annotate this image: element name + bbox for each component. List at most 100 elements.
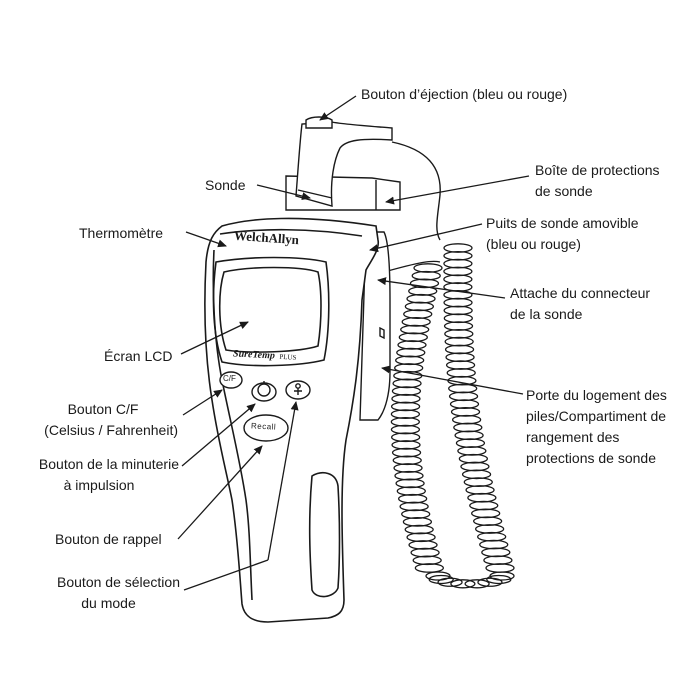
cord-coil: [443, 258, 473, 269]
cord-coil: [397, 493, 428, 504]
cord-coil: [443, 321, 474, 331]
coiled-cord: [383, 243, 515, 589]
cord-coil: [394, 363, 424, 373]
cord-coil: [390, 424, 421, 435]
cord-coil: [460, 461, 490, 472]
cord-coil: [391, 447, 422, 458]
cord-coil: [479, 539, 509, 550]
label-cf-button: Bouton C/F (Celsius / Fahrenheit): [28, 399, 178, 441]
cord-coil: [443, 250, 473, 261]
cord-coil: [448, 383, 478, 394]
cord-coil: [413, 263, 443, 273]
label-text: Bouton d’éjection (bleu ou rouge): [361, 86, 568, 102]
cord-coil: [406, 532, 436, 543]
label-line-2: piles/Compartiment de: [526, 408, 667, 424]
cord-coil: [450, 579, 476, 589]
cf-button: C/F: [223, 374, 236, 383]
cord-coil: [391, 393, 421, 404]
cord-coil: [391, 386, 422, 396]
cord-coil: [445, 360, 476, 370]
device-body: [204, 217, 380, 623]
cord-coil: [458, 453, 489, 464]
label-line-1: Porte du logement des: [526, 387, 667, 403]
label-line-1: Bouton C/F: [67, 401, 139, 417]
label-line-2: de la sonde: [510, 306, 583, 322]
cord-coil: [457, 446, 487, 456]
cord-coil: [403, 309, 433, 320]
cord-coil: [408, 540, 438, 550]
cord-coil: [467, 492, 497, 503]
label-probe-well: Puits de sonde amovible (bleu ou rouge): [486, 213, 639, 255]
label-line-2: de sonde: [535, 183, 593, 199]
cord-coil: [486, 574, 512, 585]
label-line-1: Bouton de la minuterie: [38, 456, 179, 472]
cord-coil: [443, 266, 473, 277]
cord-coil: [399, 501, 429, 512]
cord-coil: [390, 416, 420, 427]
cord-coil: [409, 278, 440, 289]
label-line-1: Puits de sonde amovible: [486, 215, 639, 231]
cord-coil: [397, 340, 427, 350]
cord-coil: [455, 438, 486, 448]
cord-coil: [425, 571, 451, 581]
cord-coil: [453, 422, 483, 433]
cord-coil: [445, 352, 475, 363]
label-ejection-button: Bouton d’éjection (bleu ou rouge): [361, 84, 567, 105]
label-line-2: à impulsion: [63, 477, 135, 493]
cord-coil: [410, 547, 440, 558]
label-probe-connector-clip: Attache du connecteur de la sonde: [510, 283, 650, 325]
cord-coil: [390, 409, 421, 420]
cord-coil: [391, 440, 421, 450]
label-line-1: Boîte de protections: [535, 162, 660, 178]
cord-coil: [414, 563, 444, 573]
device-buttons: [219, 371, 311, 442]
cord-coil: [485, 563, 515, 573]
cord-coil: [394, 470, 424, 481]
cord-coil: [390, 432, 421, 443]
cord-coil: [401, 316, 431, 327]
label-line-2: (bleu ou rouge): [486, 236, 581, 252]
cord-coil: [481, 547, 511, 558]
cord-coil: [444, 336, 474, 347]
cord-coil: [465, 485, 495, 495]
cord-coil: [402, 516, 433, 527]
label-mode-button: Bouton de sélection du mode: [37, 572, 180, 614]
cord-coil: [392, 455, 422, 466]
cord-coil: [443, 313, 473, 324]
cord-coil: [448, 391, 479, 402]
cord-coil: [443, 274, 473, 285]
label-probe-cover-box: Boîte de protections de sonde: [535, 160, 660, 202]
cord-coil: [393, 463, 423, 473]
label-thermometer: Thermomètre: [79, 223, 163, 244]
cord-coil: [464, 579, 490, 589]
label-line-2: (Celsius / Fahrenheit): [44, 422, 178, 438]
cord-coil: [443, 305, 473, 316]
cord-coil: [454, 430, 484, 441]
label-text: Écran LCD: [104, 348, 173, 364]
cord-coil: [463, 477, 493, 487]
cord-coil: [472, 516, 503, 527]
cord-coil: [398, 332, 428, 343]
cord-coil: [449, 399, 480, 409]
cord-coil: [411, 270, 441, 281]
probe-cable: [391, 141, 441, 241]
cord-coil: [444, 329, 474, 339]
cord-coil: [392, 378, 422, 389]
cord-coil: [469, 500, 499, 511]
cord-coil: [446, 368, 476, 378]
cord-coil: [461, 469, 492, 480]
cord-coil: [395, 355, 425, 366]
label-line-3: rangement des: [526, 429, 620, 445]
cord-coil: [477, 577, 503, 587]
cord-coil: [477, 531, 507, 542]
label-text: Bouton de rappel: [55, 531, 162, 547]
cord-coil: [396, 347, 426, 358]
cord-coil: [474, 524, 505, 534]
label-recall-button: Bouton de rappel: [55, 529, 162, 550]
leader-lines: [177, 95, 530, 591]
model-main: SureTemp: [232, 348, 276, 362]
label-text: Thermomètre: [79, 225, 164, 241]
cord-coil: [404, 524, 434, 535]
cord-coil: [451, 414, 482, 425]
